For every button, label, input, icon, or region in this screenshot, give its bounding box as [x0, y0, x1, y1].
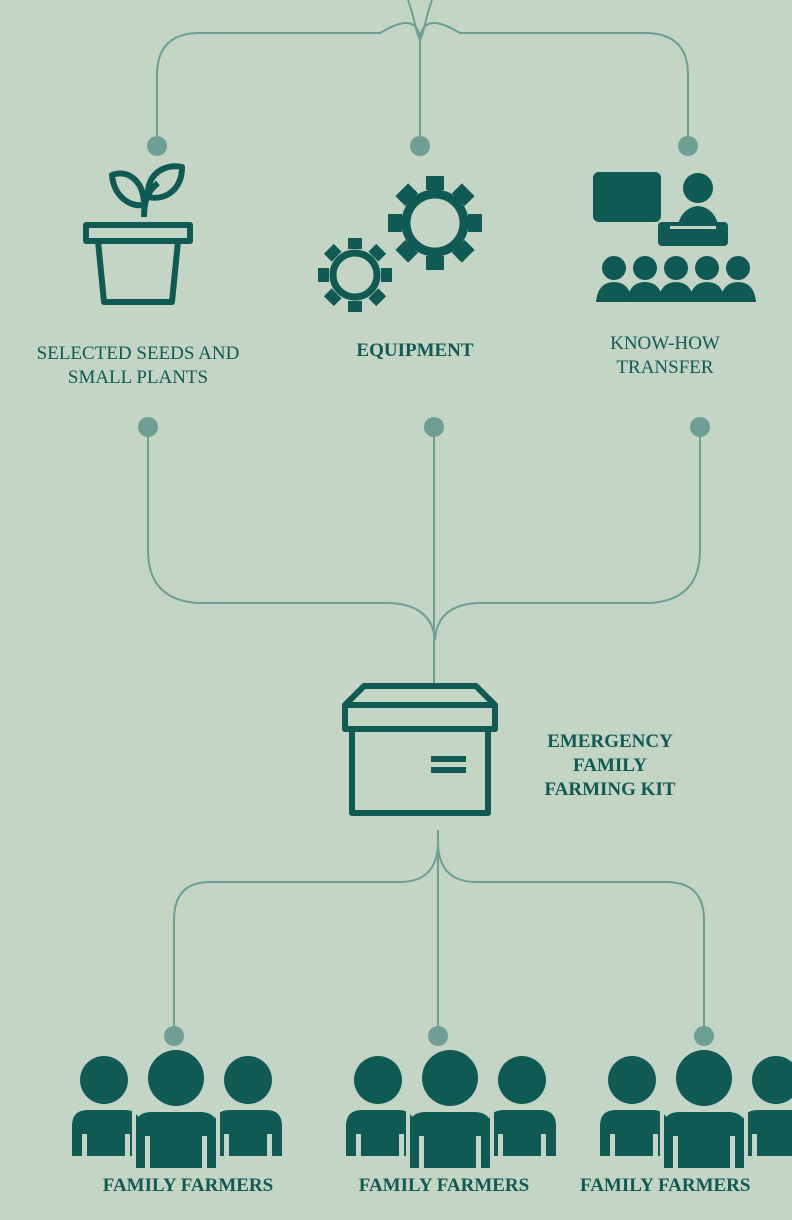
- node-dot: [138, 417, 158, 437]
- know-how-label: KNOW-HOW TRANSFER: [590, 332, 740, 380]
- node-dot: [678, 136, 698, 156]
- connector-training-to-kit: [434, 428, 701, 641]
- box-icon: [342, 683, 498, 816]
- node-dot: [424, 417, 444, 437]
- node-dot: [164, 1026, 184, 1046]
- people-icon: [72, 1050, 282, 1168]
- seeds-label: SELECTED SEEDS AND SMALL PLANTS: [0, 342, 276, 390]
- node-dot: [410, 136, 430, 156]
- equipment-label: EQUIPMENT: [356, 340, 474, 361]
- kit-label-line-1: EMERGENCY: [547, 731, 673, 752]
- plant-pot-icon: [83, 163, 193, 305]
- training-icon: [593, 172, 756, 302]
- know-how-label-line-1: KNOW-HOW: [610, 333, 720, 354]
- kit-label-line-3: FARMING KIT: [544, 779, 676, 800]
- gears-icon: [318, 176, 482, 312]
- connector-to-seeds: [156, 22, 421, 145]
- connector-seeds-to-kit: [147, 428, 436, 641]
- seeds-label-line-1: SELECTED SEEDS AND: [36, 343, 240, 364]
- people-icon: [346, 1050, 556, 1168]
- kit-label: EMERGENCY FAMILY FARMING KIT: [510, 730, 710, 802]
- know-how-label-line-2: TRANSFER: [616, 357, 714, 378]
- seeds-label-line-2: SMALL PLANTS: [67, 367, 209, 388]
- people-icon: [600, 1050, 792, 1168]
- connector-kit-to-farmers-3: [437, 844, 705, 1037]
- family-farmers-label-2: FAMILY FARMERS: [358, 1175, 530, 1196]
- family-farmers-label-3: FAMILY FARMERS: [580, 1175, 751, 1196]
- node-dot: [694, 1026, 714, 1046]
- node-dot: [147, 136, 167, 156]
- family-farmers-label-1: FAMILY FARMERS: [102, 1175, 274, 1196]
- kit-label-line-2: FAMILY: [573, 755, 647, 776]
- node-dot: [690, 417, 710, 437]
- node-dot: [428, 1026, 448, 1046]
- connector-kit-to-farmers-1: [173, 844, 439, 1037]
- connector-to-training: [419, 22, 689, 145]
